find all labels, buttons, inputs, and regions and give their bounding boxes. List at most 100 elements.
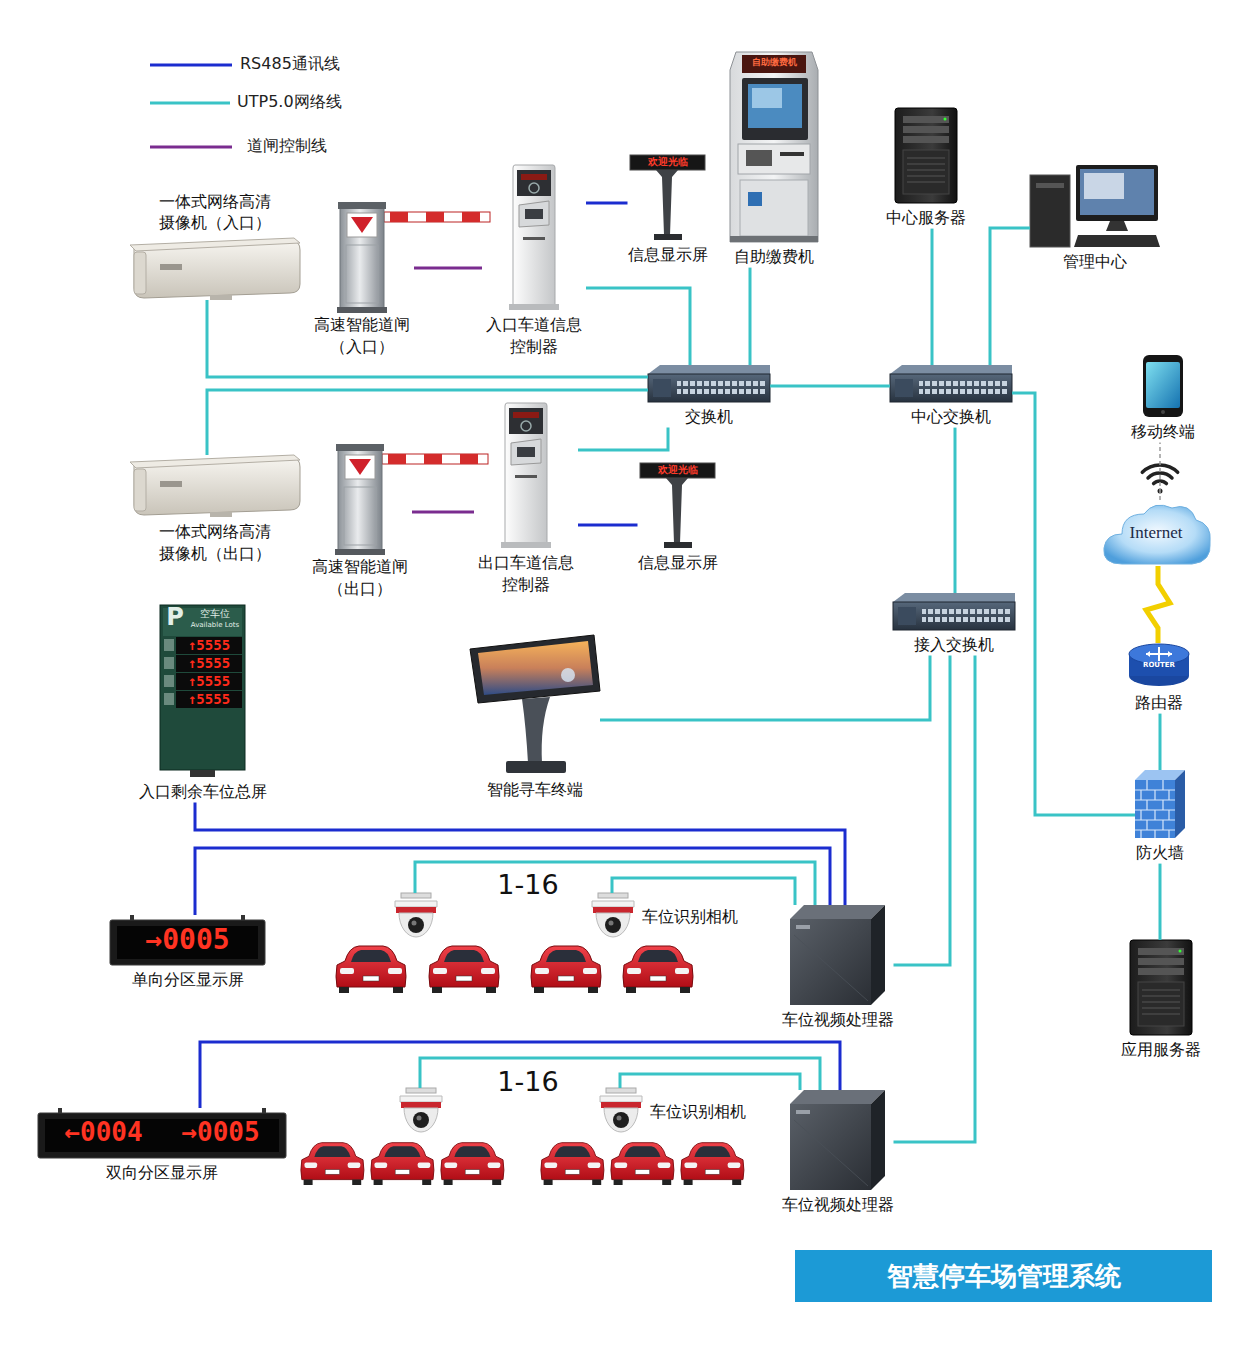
node-label: 车位视频处理器 xyxy=(782,1194,894,1216)
node-label: 一体式网络高清 摄像机（出口） xyxy=(153,521,277,564)
node-label: 接入交换机 xyxy=(914,634,994,656)
double-display-icon xyxy=(38,1108,286,1158)
node-label: 交换机 xyxy=(685,406,733,428)
node-label: 高速智能道闸 （入口） xyxy=(310,314,414,357)
legend-text: RS485通讯线 xyxy=(240,54,340,73)
single-display-icon xyxy=(110,920,265,965)
led-count: ↑5555 xyxy=(176,637,242,654)
count-board-icon xyxy=(164,693,174,705)
node-label: 管理中心 xyxy=(1063,251,1127,273)
phone-icon xyxy=(1143,355,1183,417)
led-count: →0005 xyxy=(162,1117,279,1148)
finder-kiosk-icon xyxy=(470,635,600,703)
node-label: 中心服务器 xyxy=(886,207,966,229)
access-switch-icon xyxy=(893,593,1015,630)
node-label: 自助缴费机 xyxy=(734,246,814,268)
controller-exit-icon xyxy=(501,403,551,548)
sign-entry-icon xyxy=(630,155,705,240)
node-label: 入口车道信息 控制器 xyxy=(482,314,586,357)
node-text: 双向分区显示屏 xyxy=(106,1162,218,1184)
rs485-cable xyxy=(586,202,628,205)
car-icon xyxy=(429,946,499,993)
car-icon xyxy=(441,1143,504,1185)
lane-controller-exit: 出口车道信息 控制器 xyxy=(474,403,578,595)
connectors xyxy=(195,203,1170,1142)
camera-exit-icon xyxy=(130,455,300,517)
camera-wire xyxy=(420,1058,820,1090)
node-text: 一体式网络高清 摄像机（出口） xyxy=(153,521,277,564)
camera-wire xyxy=(415,862,820,1090)
count-board-icon xyxy=(164,675,174,687)
led-count: ←0004 xyxy=(45,1117,162,1148)
network-cable xyxy=(1012,393,1135,815)
dome-camera-icon xyxy=(592,893,634,937)
network-cable xyxy=(207,390,648,455)
node-text: 一体式网络高清 摄像机（入口） xyxy=(153,191,277,234)
core-switch-icon xyxy=(890,365,1012,402)
router-icon xyxy=(1168,651,1172,657)
node-text: 防火墙 xyxy=(1136,842,1184,864)
payment-kiosk: 自助缴费机 xyxy=(730,52,818,268)
firewall-icon xyxy=(1135,780,1175,838)
phone-icon xyxy=(1161,410,1165,414)
network-cable xyxy=(954,428,957,593)
node-label: 高速智能道闸 （出口） xyxy=(308,556,412,599)
network-cable xyxy=(990,228,1030,365)
processor-icon xyxy=(790,1090,885,1190)
node-label: 智能寻车终端 xyxy=(487,779,583,801)
legend-samples xyxy=(150,65,232,147)
car-icon xyxy=(336,946,406,993)
node-label: Internet xyxy=(1130,522,1183,545)
lane-controller-entry: 入口车道信息 控制器 xyxy=(482,165,586,357)
node-text: Internet xyxy=(1130,522,1183,545)
wan-link xyxy=(1146,566,1170,643)
network-cable xyxy=(749,268,752,365)
car-icon xyxy=(611,1143,674,1185)
node-text: 自助缴费机 xyxy=(734,246,814,268)
count-board-icon xyxy=(176,673,242,690)
network-cable xyxy=(620,1074,800,1090)
node-text: 移动终端 xyxy=(1131,421,1195,443)
node-text: 交换机 xyxy=(685,406,733,428)
kiosk-icon xyxy=(752,88,782,108)
led-count: ↑5555 xyxy=(176,655,242,672)
car-icon xyxy=(681,1143,744,1185)
count-board-icon xyxy=(176,655,242,672)
node-label: 中心交换机 xyxy=(911,406,991,428)
pc-icon xyxy=(1080,169,1154,215)
finder-kiosk-icon xyxy=(478,641,593,695)
router-logo-text: ROUTER xyxy=(1128,661,1190,669)
parking-p-sign: P xyxy=(164,603,186,632)
kiosk-icon xyxy=(730,236,818,242)
cloud-icon xyxy=(1104,505,1210,564)
wireless-link xyxy=(1159,443,1161,500)
network-cable xyxy=(931,229,934,365)
network-cable xyxy=(578,428,668,450)
node-label: 单向分区显示屏 xyxy=(132,969,244,991)
node-text: 高速智能道闸 （出口） xyxy=(308,556,412,599)
rs485-cable xyxy=(578,524,638,527)
barrier-gate-entry: 高速智能道闸 （入口） xyxy=(310,205,414,357)
gate-control-cable xyxy=(412,511,474,514)
legend-samples xyxy=(150,64,232,67)
node-text: 管理中心 xyxy=(1063,251,1127,273)
node-label: 一体式网络高清 摄像机（入口） xyxy=(153,191,277,234)
kiosk-icon xyxy=(748,192,762,206)
kiosk-icon xyxy=(730,52,818,242)
network-cable xyxy=(207,300,648,377)
node-text: 车位识别相机 xyxy=(642,906,738,928)
node-text: 中心服务器 xyxy=(886,207,966,229)
node-label: 防火墙 xyxy=(1136,842,1184,864)
count-board-icon xyxy=(164,657,174,669)
kiosk-icon xyxy=(780,152,804,156)
kiosk-icon xyxy=(730,52,818,242)
network-cable xyxy=(770,385,890,388)
space-camera: 车位识别相机 xyxy=(592,893,738,941)
board-heading: 空车位 xyxy=(188,608,242,620)
pc-icon xyxy=(1036,183,1064,188)
access-switch: 接入交换机 xyxy=(893,593,1015,656)
pc-icon xyxy=(1074,235,1160,247)
node-text: 单向分区显示屏 xyxy=(132,969,244,991)
cloud-icon xyxy=(1104,505,1210,564)
